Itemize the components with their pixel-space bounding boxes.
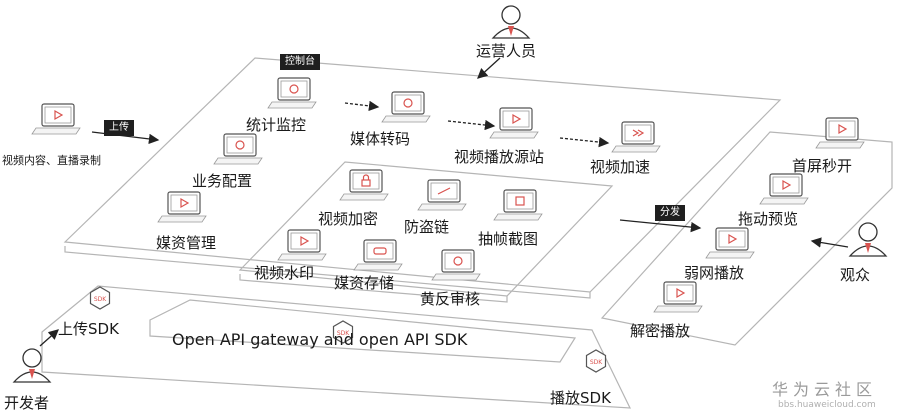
arrow-audience-to-player <box>810 237 849 248</box>
developer-label: 开发者 <box>4 394 50 412</box>
playback-feature-weak-net: 弱网播放 <box>684 264 745 282</box>
media-feature-hotlink: 防盗链 <box>404 218 450 236</box>
gear-monitor-icon <box>213 133 263 165</box>
media-feature-watermark: 视频水印 <box>254 264 315 282</box>
sdk-badge-text: SDK <box>337 330 350 337</box>
sdk-badge-text: SDK <box>590 359 603 366</box>
media-feature-frame: 抽帧截图 <box>478 230 539 248</box>
accelerate-monitor-icon <box>611 121 661 153</box>
upload-sdk-label: 上传SDK <box>58 320 119 338</box>
pipeline-origin: 视频播放源站 <box>454 148 545 166</box>
lock-monitor-icon <box>339 169 389 201</box>
media-feature-storage: 媒资存储 <box>334 274 395 292</box>
arrow-developer-to-sdk <box>39 329 59 347</box>
sdk-badge-text: SDK <box>94 296 107 303</box>
pipeline-transcode: 媒体转码 <box>350 130 411 148</box>
arrow-origin-to-accelerate <box>559 136 610 148</box>
arrow-distribute <box>619 219 702 233</box>
operator-person-icon <box>491 5 531 39</box>
audience-label: 观众 <box>840 266 871 284</box>
play-monitor-icon <box>759 173 809 205</box>
watermark-monitor-icon <box>277 229 327 261</box>
play-monitor-icon <box>489 107 539 139</box>
upload-sdk-badge: SDK <box>89 286 111 310</box>
media-feature-encrypt: 视频加密 <box>318 210 379 228</box>
play-monitor-icon <box>705 227 755 259</box>
arrow-transcode-to-origin <box>447 119 496 131</box>
play-sdk-badge: SDK <box>585 349 607 373</box>
play-monitor-icon <box>157 191 207 223</box>
distribute-tag: 分发 <box>655 205 685 221</box>
watermark-brand: 华为云社区 <box>772 380 878 399</box>
play-monitor-icon <box>815 117 865 149</box>
console-feature-assets: 媒资管理 <box>156 234 217 252</box>
transcode-monitor-icon <box>381 91 431 123</box>
playback-panel <box>600 131 893 346</box>
arrow-monitor-to-transcode <box>344 100 380 112</box>
upload-tag: 上传 <box>104 120 134 136</box>
developer-person-icon <box>12 348 52 383</box>
frame-monitor-icon <box>493 189 543 221</box>
playback-feature-decrypt: 解密播放 <box>630 322 691 340</box>
api-sdk-badge: SDK <box>332 320 354 344</box>
playback-feature-instant: 首屏秒开 <box>792 157 853 175</box>
arrow-upload <box>91 131 160 145</box>
console-feature-monitoring: 统计监控 <box>246 116 307 134</box>
watermark-url: bbs.huaweicloud.com <box>778 400 876 410</box>
media-feature-review: 黄反审核 <box>420 290 481 308</box>
sdk-panel <box>41 285 631 409</box>
operator-label: 运营人员 <box>476 42 537 60</box>
console-tag: 控制台 <box>280 54 320 70</box>
play-monitor-icon <box>31 103 81 135</box>
pipeline-accelerate: 视频加速 <box>590 158 651 176</box>
review-monitor-icon <box>431 249 481 281</box>
play-sdk-label: 播放SDK <box>550 389 611 407</box>
api-band <box>149 299 577 363</box>
storage-monitor-icon <box>353 239 403 271</box>
chart-monitor-icon <box>267 77 317 109</box>
source-label: 视频内容、直播录制 <box>2 154 101 167</box>
console-feature-config: 业务配置 <box>192 172 253 190</box>
link-monitor-icon <box>417 179 467 211</box>
play-monitor-icon <box>653 281 703 313</box>
arrow-operator-to-console <box>477 57 501 79</box>
playback-feature-preview: 拖动预览 <box>738 210 799 228</box>
open-api-label: Open API gateway and open API SDK <box>172 330 468 349</box>
audience-person-icon <box>848 222 888 257</box>
media-service-panel <box>238 161 614 297</box>
cloud-platform-panel <box>63 57 782 293</box>
